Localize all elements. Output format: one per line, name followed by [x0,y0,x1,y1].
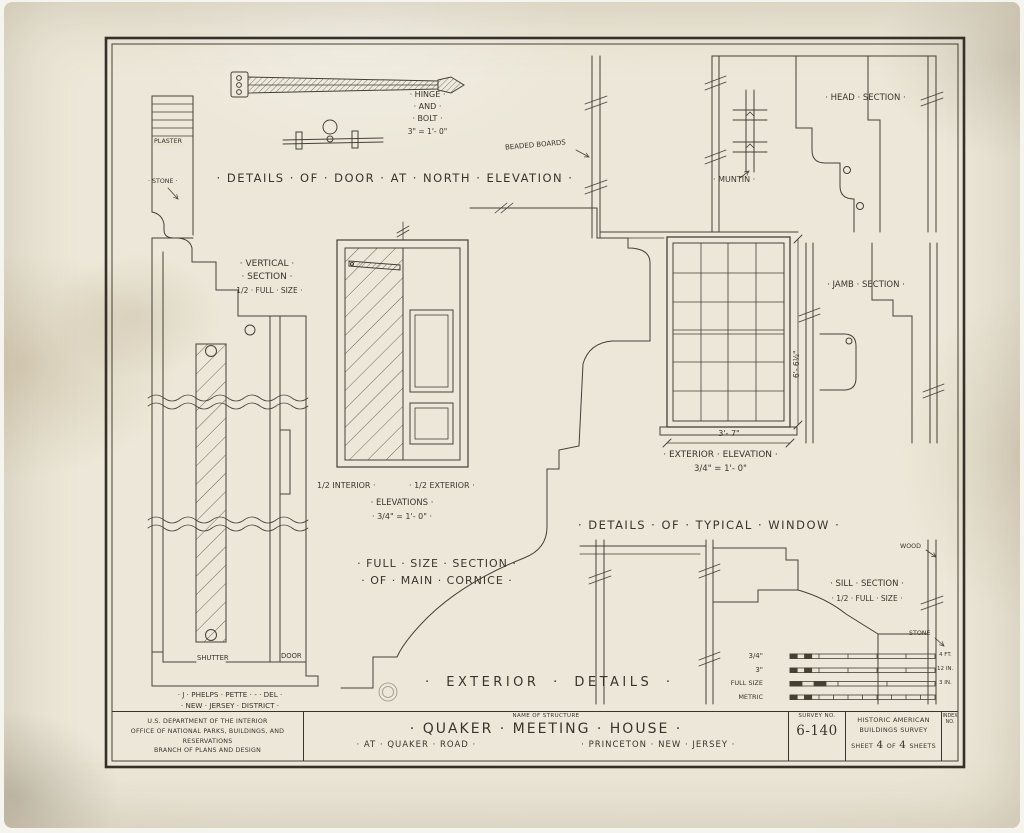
sill-section-label-line1: · SILL · SECTION · [830,579,904,589]
door-elevation-drawing [336,221,469,468]
cornice-title-line2: · OF · MAIN · CORNICE · [361,574,513,587]
scale-label-three-quarter: 3/4" [748,652,764,660]
vertical-section-label-line2: · SECTION · [241,272,293,282]
exterior-details-title: · EXTERIOR · DETAILS · [425,675,674,690]
wood-label: WOOD [900,543,921,550]
name-of-structure-label: NAME OF STRUCTURE [512,713,580,719]
agency-line2: OFFICE OF NATIONAL PARKS, BUILDINGS, AND… [130,727,285,745]
hinge-label-line1: · HINGE · [409,90,446,99]
cornice-title-line1: · FULL · SIZE · SECTION · [357,557,517,570]
exterior-elevation-label: · EXTERIOR · ELEVATION · [663,450,778,460]
plaster-label: PLASTER [153,138,183,146]
agency-line3: BRANCH OF PLANS AND DESIGN [154,747,261,755]
head-section-label: · HEAD · SECTION · [825,93,906,103]
sheet-border [104,36,966,769]
survey-no-value: 6-140 [796,723,838,739]
sheet-count: SHEET 4 OF 4 SHEETS [846,738,941,754]
district-stamp [378,682,398,702]
vertical-section-label-line1: · VERTICAL · [239,259,295,269]
scale-end-3in: 3 IN. [939,679,952,686]
index-number-block: INDEX NO. [941,712,958,761]
agency-line1: U.S. DEPARTMENT OF THE INTERIOR [147,718,268,725]
delineator-credit-line1: · J · PHELPS · PETTE · - · DEL · [177,690,283,699]
window-width-dimension: 3'- 7" [718,429,740,438]
habs-title-line2: BUILDINGS SURVEY [859,725,928,734]
hinge-drawing [230,71,465,98]
window-height-dimension: 6'- 6½" [792,350,801,378]
sheet-suffix: SHEETS [909,742,936,750]
beaded-boards-wall [575,55,608,239]
title-block: U.S. DEPARTMENT OF THE INTERIOR OFFICE O… [112,711,958,761]
stone-lower-label: STONE [909,630,931,637]
survey-number-block: SURVEY NO. 6-140 [788,712,845,761]
delineator-credit-line2: · NEW · JERSEY · DISTRICT · [180,701,280,710]
scale-end-12in: 12 IN. [937,666,954,672]
habs-block: HISTORIC AMERICAN BUILDINGS SURVEY SHEET… [845,712,941,761]
elevations-label: · ELEVATIONS · [370,498,434,508]
scale-label-metric: METRIC [738,692,763,701]
scale-label-full-size: FULL SIZE [730,679,763,687]
door-details-title: · DETAILS · OF · DOOR · AT · NORTH · ELE… [216,171,574,185]
structure-name-block: NAME OF STRUCTURE · QUAKER · MEETING · H… [303,712,788,761]
half-exterior-label: · 1/2 EXTERIOR · [409,481,475,490]
sheet-prefix: SHEET [851,742,874,750]
location-left: · AT · QUAKER · ROAD · [356,740,477,750]
shutter-label: SHUTTER [197,654,229,662]
vertical-section-drawing [147,237,319,687]
survey-no-label: SURVEY NO. [798,713,836,719]
sheet-total: 4 [899,738,907,751]
bolt-drawing [282,119,384,150]
half-interior-label: 1/2 INTERIOR · [317,481,376,490]
scale-end-feet: 4 FT. [939,652,952,658]
elevations-scale-label: · 3/4" = 1'- 0" · [371,512,432,521]
door-label: DOOR [281,652,302,660]
hinge-scale-label: 3" = 1'- 0" [407,127,448,136]
location-right: · PRINCETON · NEW · JERSEY · [581,740,736,750]
cornice-section-drawing [340,202,651,689]
structure-name: · QUAKER · MEETING · HOUSE · [409,721,683,737]
hinge-label-line2: · AND · [413,102,442,111]
window-elevation-drawing [659,234,803,448]
hinge-label-line3: · BOLT · [412,114,443,123]
structure-location: · AT · QUAKER · ROAD · · PRINCETON · NEW… [304,740,788,750]
stone-upper-label: · STONE · [148,178,178,185]
sill-section-drawing [579,539,944,705]
exterior-elevation-scale-label: 3/4" = 1'- 0" [694,464,747,474]
vertical-section-label-line3: · 1/2 · FULL · SIZE · [231,286,303,295]
head-section-drawing [599,55,944,239]
habs-title-line1: HISTORIC AMERICAN [857,716,930,724]
index-no-label: INDEX NO. [942,714,958,726]
scale-label-three: 3" [755,665,763,674]
sill-section-label-line2: · 1/2 · FULL · SIZE · [831,594,903,603]
muntin-label: · MUNTIN · [713,175,756,184]
jamb-section-drawing [798,242,945,444]
jamb-section-label: · JAMB · SECTION · [827,280,905,290]
sheet-of: OF [886,742,896,750]
sheet-number: 4 [876,738,884,751]
agency-block: U.S. DEPARTMENT OF THE INTERIOR OFFICE O… [112,712,303,761]
window-details-title: · DETAILS · OF · TYPICAL · WINDOW · [578,518,841,532]
scale-bars [789,653,936,700]
wall-section-upper-left [151,95,194,239]
